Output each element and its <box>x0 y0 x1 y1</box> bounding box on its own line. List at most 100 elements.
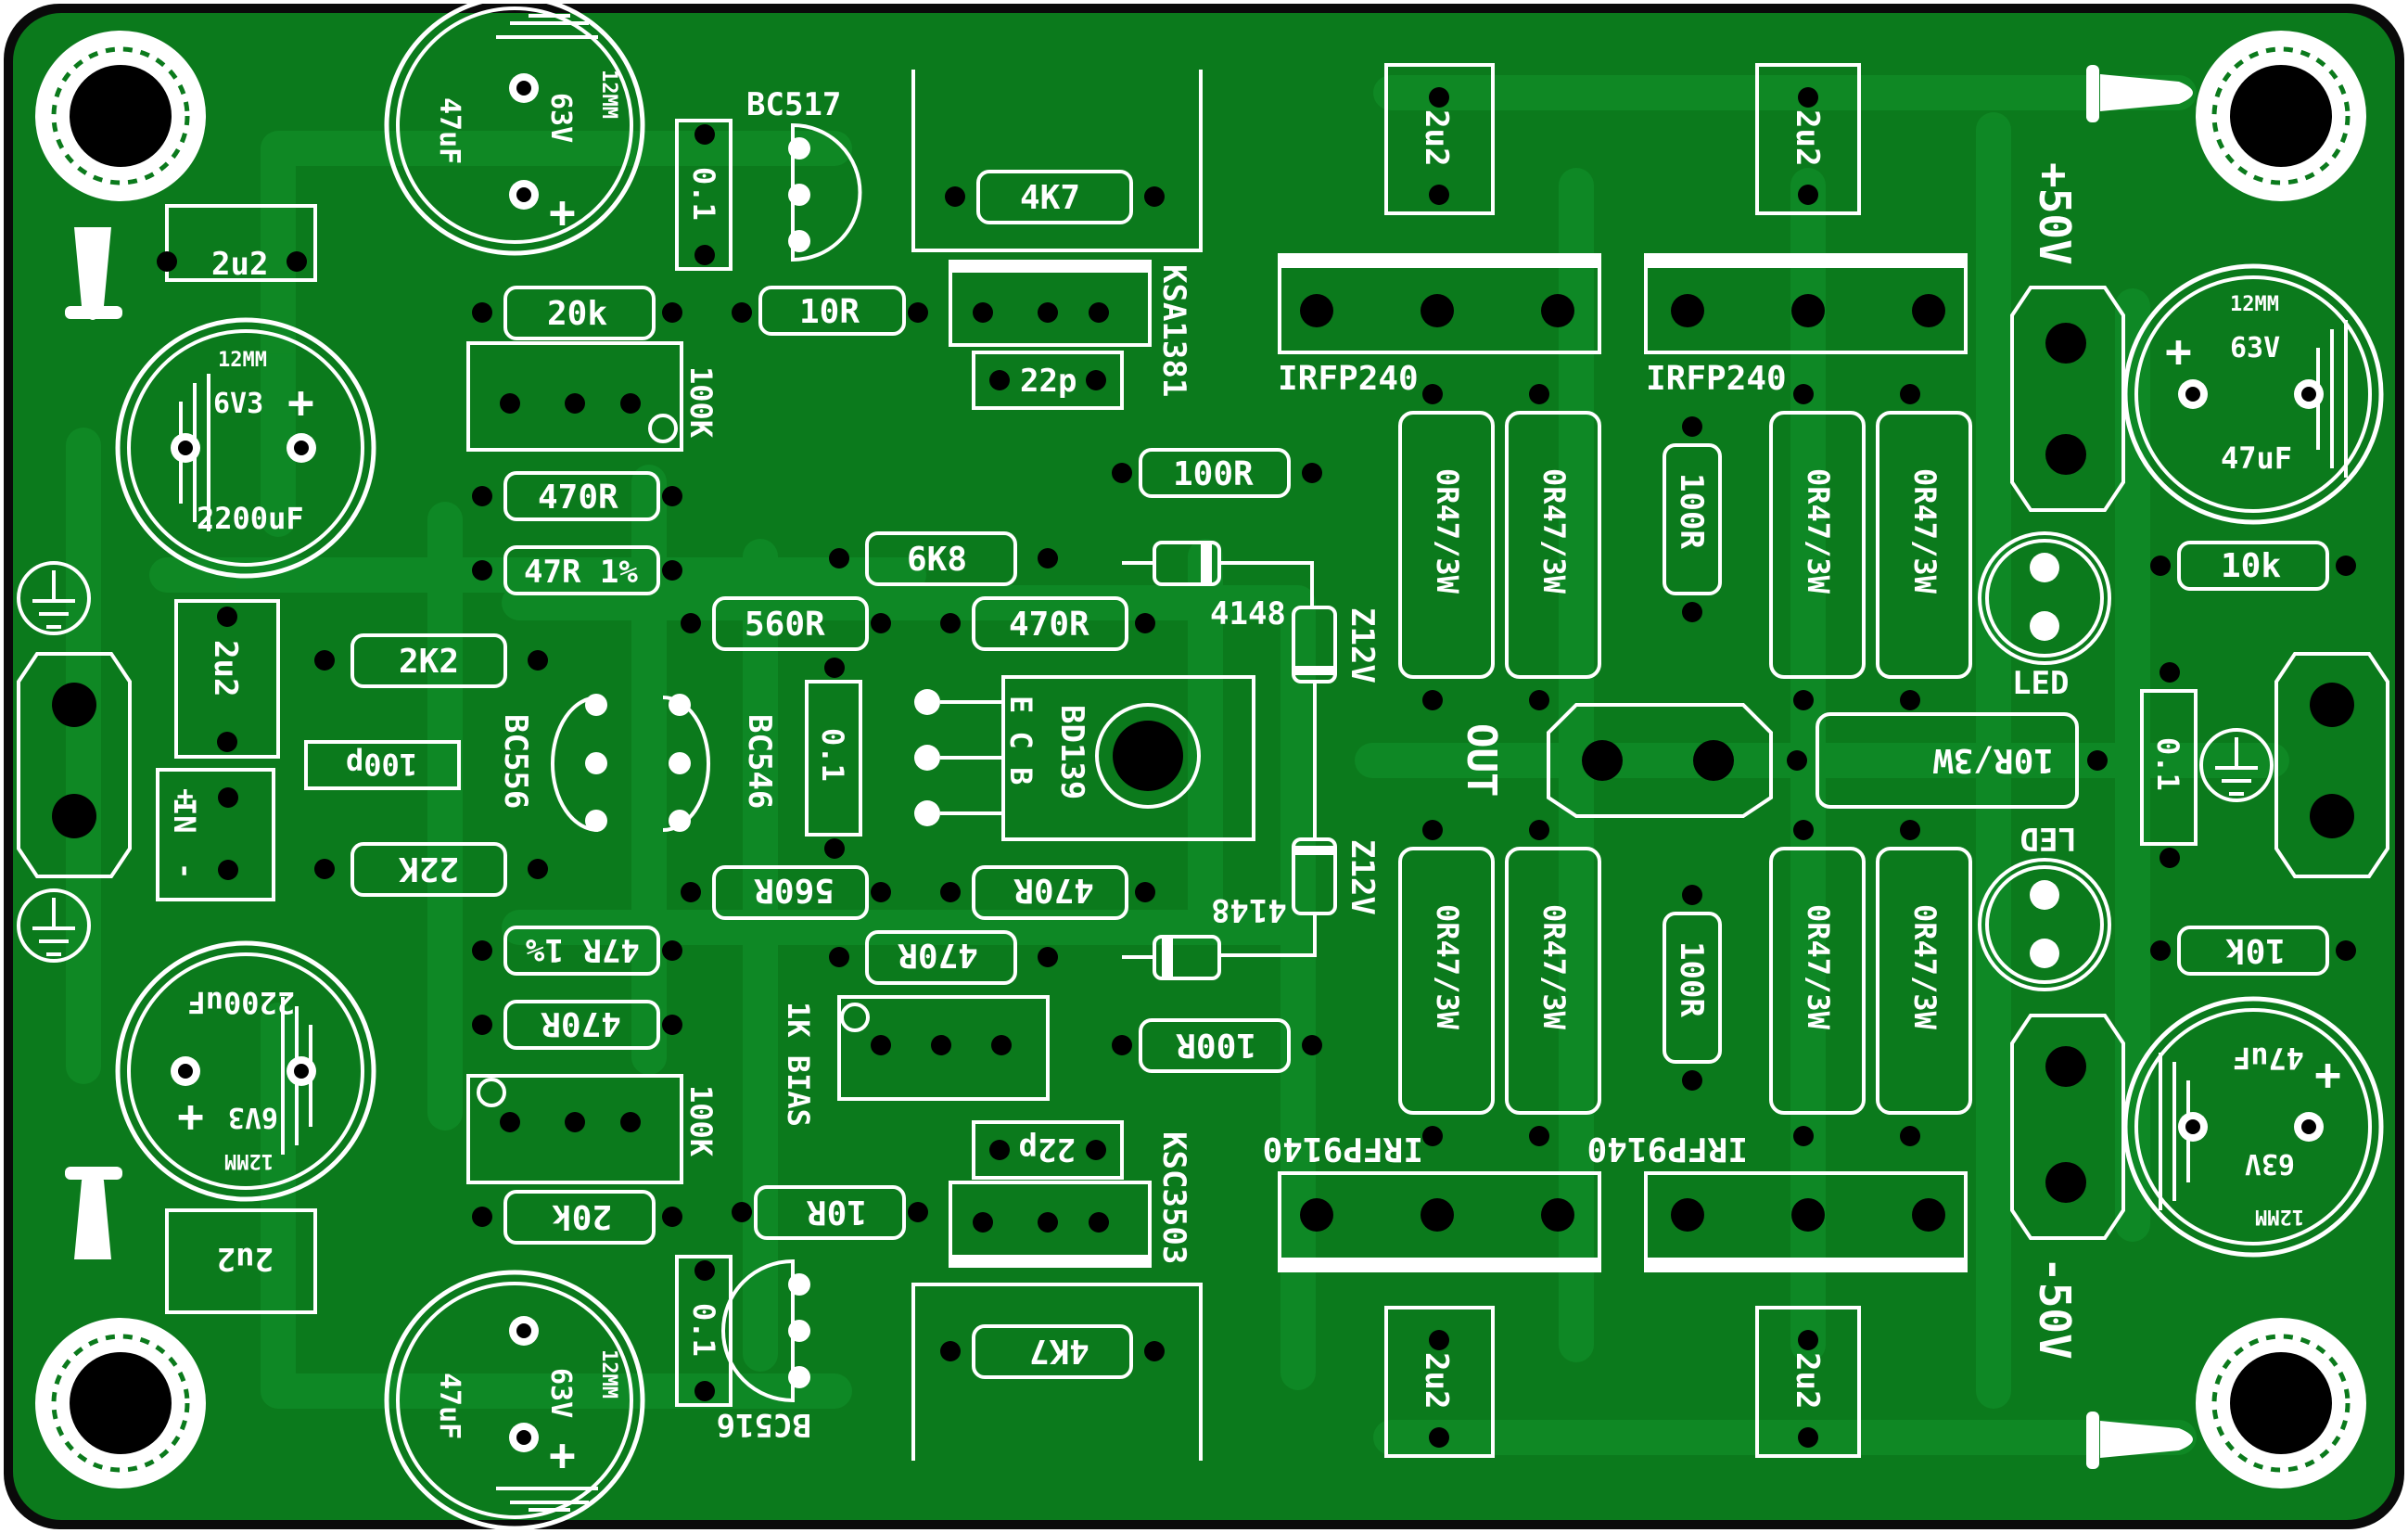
label-diode-top: 4148 <box>1210 595 1286 632</box>
ground-connector-left <box>17 652 132 878</box>
label-r-0r47: 0R47/3W <box>1536 468 1572 594</box>
screw-icon <box>2086 1412 2193 1469</box>
label-r-20k: 20k <box>552 1197 612 1235</box>
ground-connector-right <box>2274 652 2389 878</box>
label-cap-2u2: 2u2 <box>207 640 244 696</box>
label-r-47r1: 47R 1% <box>526 931 640 968</box>
label-ec-47uf: 47uF <box>2233 1041 2304 1076</box>
transistor-bc517 <box>788 122 862 262</box>
label-r-10r: 10R <box>807 1193 867 1231</box>
label-zener-top: Z12V <box>1344 607 1381 683</box>
mounting-hole-tr <box>2196 31 2366 201</box>
label-led-top: LED <box>2012 665 2069 702</box>
ground-icon <box>17 888 91 963</box>
mosfet-irfp240-right <box>1644 253 1968 354</box>
ground-icon <box>2199 728 2274 802</box>
label-ec-12mm: 12MM <box>2255 1205 2304 1228</box>
label-r-470r: 470R <box>898 936 978 974</box>
label-r-470r: 470R <box>1013 871 1094 909</box>
copper-traces <box>66 75 2289 1455</box>
label-r-4k7: 4K7 <box>1020 179 1080 217</box>
label-ec-12mm: 12MM <box>597 70 620 119</box>
label-r-47r1: 47R 1% <box>524 554 638 591</box>
label-r-100r: 100R <box>1673 473 1710 549</box>
label-bc546: BC546 <box>741 714 778 809</box>
label-cap-2u2: 2u2 <box>1418 1352 1455 1409</box>
label-cap-22p: 22p <box>1020 363 1077 400</box>
label-ec-12mm: 12MM <box>597 1349 620 1399</box>
pos-rail-connector <box>2010 286 2125 512</box>
label-ec-47uf: 47uF <box>433 1373 465 1439</box>
label-ec-12mm: 12MM <box>2230 293 2279 316</box>
screw-icon <box>65 1167 122 1259</box>
label-cap-2u2: 2u2 <box>211 246 268 283</box>
label-diode-bottom: 4148 <box>1211 891 1287 928</box>
label-ec-47uf: 47uF <box>2221 441 2292 476</box>
label-cap-01: 0.1 <box>2150 737 2185 791</box>
label-ec-63v: 63V <box>2245 1147 2295 1180</box>
led-top <box>1978 531 2111 665</box>
label-r-10k: 10k <box>2225 931 2286 969</box>
label-ec-6v3: 6V3 <box>213 388 263 420</box>
label-bc516: BC516 <box>717 1406 811 1443</box>
label-cap-2u2: 2u2 <box>1789 109 1826 166</box>
label-ec-63v: 63V <box>544 1368 577 1418</box>
label-irfp9140-right: IRFP9140 <box>1587 1130 1748 1168</box>
label-input-minus: - <box>169 862 201 879</box>
label-r-4k7: 4K7 <box>1029 1332 1089 1370</box>
label-bd139: BD139 <box>1053 705 1090 799</box>
label-zener-bottom: Z12V <box>1344 839 1381 915</box>
label-r-20k: 20k <box>547 295 607 333</box>
pads <box>157 87 2356 1448</box>
label-ec-47uf: 47uF <box>433 97 465 164</box>
ecap-bottom-left-2200 <box>118 943 374 1199</box>
label-cap-01: 0.1 <box>686 1303 721 1357</box>
label-led-bottom: LED <box>2020 820 2077 857</box>
label-trim-bottom: 100K <box>683 1085 719 1157</box>
label-plus: + <box>287 377 314 428</box>
label-r-6k8: 6K8 <box>907 541 967 579</box>
label-ec-2200: 2200uF <box>187 985 295 1020</box>
label-r-470r: 470R <box>1009 606 1089 644</box>
ecap-bottom-47uf <box>387 1272 643 1528</box>
label-r-0r47: 0R47/3W <box>1907 468 1943 594</box>
label-irfp240-left: IRFP240 <box>1278 360 1419 398</box>
label-r-0r47: 0R47/3W <box>1430 468 1465 594</box>
ecap-top-47uf <box>387 0 643 253</box>
label-r-0r47: 0R47/3W <box>1801 468 1836 594</box>
label-cap-2u2: 2u2 <box>217 1240 274 1277</box>
label-plus: + <box>177 1092 204 1144</box>
neg-rail-connector <box>2010 1014 2125 1240</box>
resistors <box>350 170 2329 1379</box>
mosfet-irfp9140-left <box>1278 1171 1601 1272</box>
trimmers <box>466 341 1050 1184</box>
label-ksc3503: KSC3503 <box>1155 1131 1192 1264</box>
label-ksa1381: KSA1381 <box>1155 264 1192 397</box>
label-plus: + <box>549 1429 576 1481</box>
mosfet-irfp9140-right <box>1644 1171 1968 1272</box>
label-cap-01: 0.1 <box>815 728 850 782</box>
label-input: IN <box>167 798 202 834</box>
label-r-10r3w: 10R/3W <box>1933 741 2054 779</box>
transistor-bc516 <box>721 1258 810 1403</box>
label-ec-2200: 2200uF <box>197 501 304 536</box>
label-cap-2u2: 2u2 <box>1789 1352 1826 1409</box>
label-irfp9140-left: IRFP9140 <box>1263 1130 1423 1168</box>
label-cap-2u2: 2u2 <box>1418 109 1455 166</box>
label-bc556: BC556 <box>497 714 534 809</box>
transistor-ksa1381 <box>911 70 1203 347</box>
silkscreen-labels: BC517 BC516 BC556 BC546 BD139 E C B KSA1… <box>167 70 2341 1481</box>
mounting-hole-bl <box>35 1318 206 1488</box>
label-r-470r: 470R <box>541 1004 621 1042</box>
label-r-10r: 10R <box>799 293 860 331</box>
ecap-right-top-47uf <box>2125 266 2381 522</box>
label-cap-01: 0.1 <box>686 167 721 221</box>
label-r-560r: 560R <box>754 871 835 909</box>
label-bias: 1K BIAS <box>781 1002 816 1127</box>
output-connector <box>1547 703 1773 818</box>
label-bc517: BC517 <box>746 86 841 123</box>
label-trim-top: 100K <box>683 366 719 439</box>
film-capacitors <box>156 63 2198 1458</box>
label-r-22k: 22K <box>399 850 459 888</box>
